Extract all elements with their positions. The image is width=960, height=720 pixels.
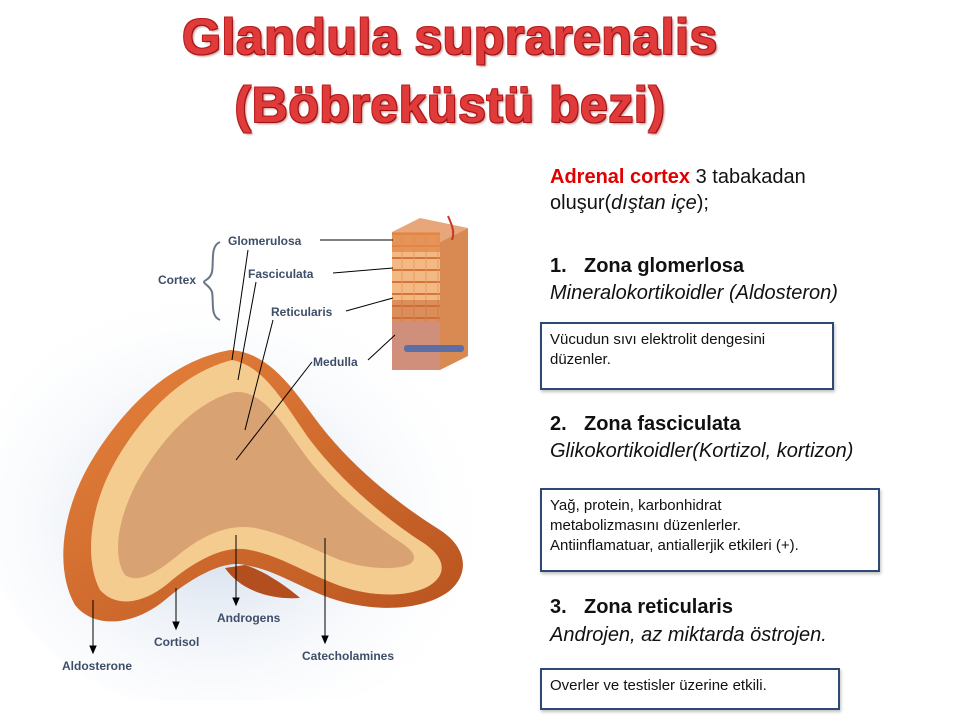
zone2-box: Yağ, protein, karbonhidrat metabolizması…: [540, 488, 880, 572]
label-catecholamines: Catecholamines: [302, 649, 394, 663]
zone3-box-line: Overler ve testisler üzerine etkili.: [550, 677, 767, 694]
tissue-cross-section: [392, 215, 468, 370]
zone3-hormones: Androjen, az miktarda östrojen.: [550, 624, 827, 646]
zone3-heading: 3. Zona reticularis: [550, 594, 733, 620]
adrenal-cortex-highlight: Adrenal cortex: [550, 166, 691, 188]
slide-title-line1: Glandula suprarenalis: [182, 9, 718, 65]
zone3-name: Zona reticularis: [584, 596, 733, 618]
label-glomerulosa: Glomerulosa: [228, 234, 302, 248]
zone1-box-line: düzenler.: [550, 351, 611, 368]
label-cortex: Cortex: [158, 273, 196, 287]
gland-inner: [118, 391, 415, 579]
zone1-name: Zona glomerlosa: [584, 255, 745, 277]
cortex-brace: [202, 241, 221, 321]
zone1-number: 1.: [550, 255, 567, 277]
zone2-name: Zona fasciculata: [584, 413, 741, 435]
zone2-box-line: metabolizmasını düzenlerler.: [550, 517, 741, 534]
zone2-hormones: Glikokortikoidler(Kortizol, kortizon): [550, 440, 854, 462]
intro-rest: 3 tabakadan: [690, 166, 806, 188]
intro-line2-italic: dıştan içe: [611, 192, 697, 214]
label-reticularis: Reticularis: [271, 305, 333, 319]
slide-title-line2: (Böbreküstü bezi): [234, 77, 666, 133]
zone2-box-line: Antiinflamatuar, antiallerjik etkileri (…: [550, 537, 799, 554]
label-medulla: Medulla: [313, 355, 358, 369]
intro-line1: Adrenal cortex 3 tabakadan: [550, 164, 806, 190]
intro-line2: oluşur(dıştan içe);: [550, 190, 709, 216]
zone1-box: Vücudun sıvı elektrolit dengesini düzenl…: [540, 322, 834, 390]
label-androgens: Androgens: [217, 611, 281, 625]
adrenal-gland-diagram: Cortex Glomerulosa Fasciculata Reticular…: [0, 215, 500, 700]
zone1-heading: 1. Zona glomerlosa: [550, 253, 744, 279]
zone2-number: 2.: [550, 413, 567, 435]
zone1-box-line: Vücudun sıvı elektrolit dengesini: [550, 331, 766, 348]
zone3-box: Overler ve testisler üzerine etkili.: [540, 668, 840, 710]
label-aldosterone: Aldosterone: [62, 659, 132, 673]
zone3-number: 3.: [550, 596, 567, 618]
label-cortisol: Cortisol: [154, 635, 199, 649]
label-fasciculata: Fasciculata: [248, 267, 314, 281]
intro-line2-start: oluşur(: [550, 192, 612, 214]
intro-line2-end: );: [696, 192, 709, 214]
zone1-hormones: Mineralokortikoidler (Aldosteron): [550, 282, 838, 304]
zone2-heading: 2. Zona fasciculata: [550, 411, 741, 437]
zone2-box-line: Yağ, protein, karbonhidrat: [550, 497, 722, 514]
